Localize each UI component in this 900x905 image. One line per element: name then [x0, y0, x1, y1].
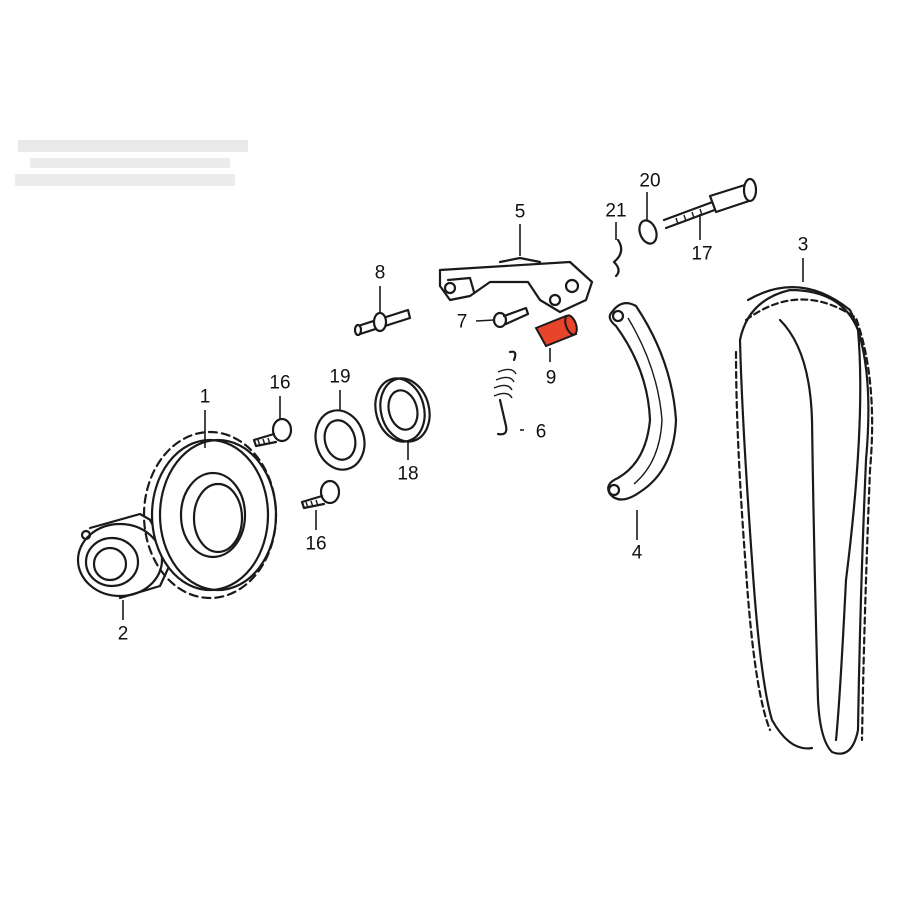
faded-header-smudge: [15, 140, 248, 186]
label-part-16-lower: 16: [305, 533, 327, 555]
part-21-clip: [612, 238, 623, 278]
label-part-2: 2: [117, 623, 129, 645]
part-8-pivot-pin: [353, 308, 412, 337]
part-3-cam-chain: [734, 286, 874, 755]
part-16-bolt-upper: [252, 417, 293, 448]
part-4-chain-guide: [607, 301, 678, 501]
part-9-collar: [534, 314, 578, 348]
part-16-bolt-lower: [300, 479, 341, 510]
part-5-tensioner-arm: [438, 256, 594, 314]
label-part-9: 9: [545, 367, 557, 389]
part-6-spring: [493, 350, 517, 436]
label-part-6: 6: [535, 421, 547, 443]
label-part-17: 17: [691, 243, 713, 265]
leader-lines: [122, 192, 804, 620]
part-20-o-ring: [638, 219, 658, 245]
part-19-washer: [314, 409, 366, 471]
label-part-21: 21: [605, 200, 627, 222]
label-part-1: 1: [199, 386, 211, 408]
label-part-16-upper: 16: [269, 372, 291, 394]
label-part-3: 3: [797, 234, 809, 256]
label-part-18: 18: [397, 463, 419, 485]
label-part-19: 19: [329, 366, 351, 388]
label-part-20: 20: [639, 170, 661, 192]
label-part-7: 7: [456, 311, 468, 333]
label-part-4: 4: [631, 542, 643, 564]
part-7-bolt: [492, 306, 530, 329]
label-part-5: 5: [514, 201, 526, 223]
part-1-sprocket: [142, 430, 278, 600]
part-17-adjuster-shaft: [662, 177, 758, 230]
part-18-seal: [374, 377, 431, 443]
label-part-8: 8: [374, 262, 386, 284]
part-2-bearing-housing: [76, 512, 177, 600]
